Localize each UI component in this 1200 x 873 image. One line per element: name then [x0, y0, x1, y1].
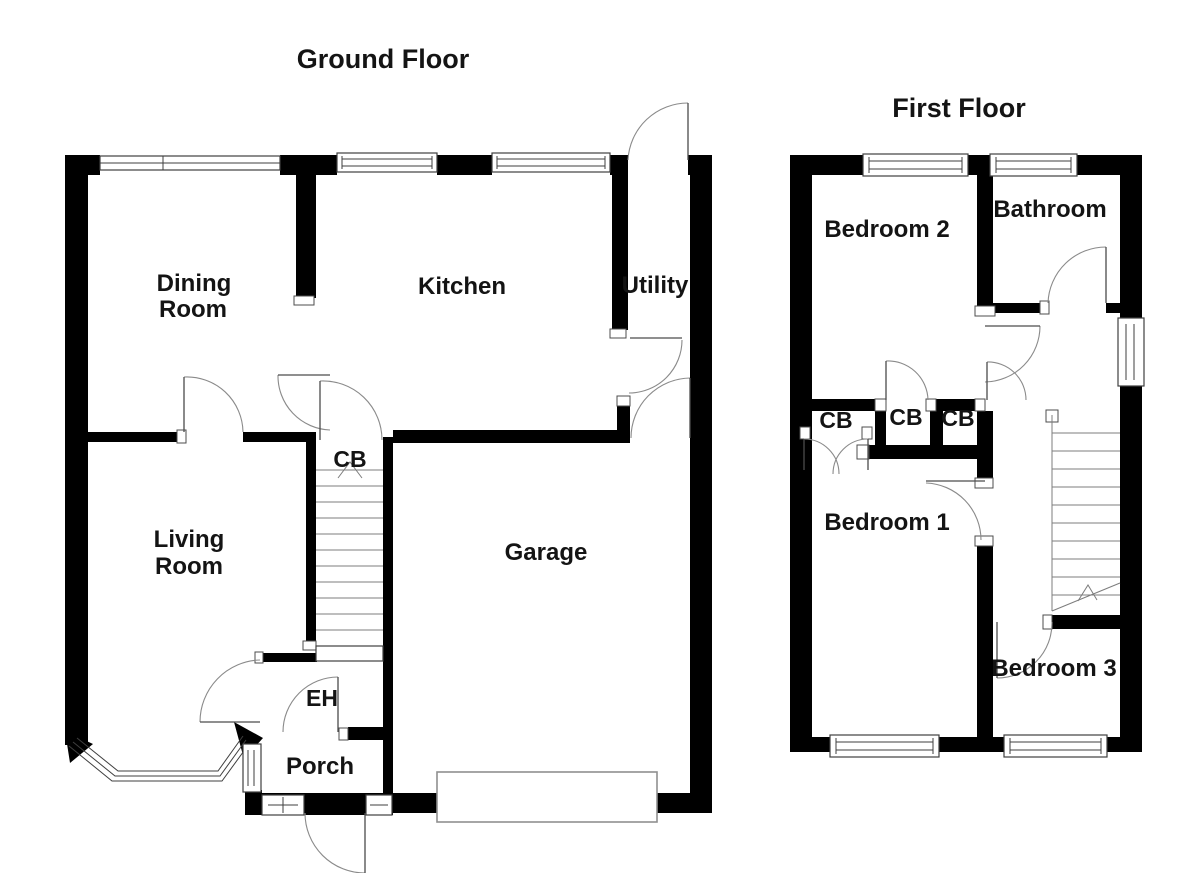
stairs-up-arrow: [337, 461, 363, 479]
porch-front-window-left: [261, 794, 305, 816]
bedroom2-label: Bedroom 2: [824, 216, 949, 243]
landing-cupboard-door: [986, 361, 1027, 401]
bedroom2-window: [862, 153, 969, 177]
cb2-label: CB: [889, 404, 922, 430]
ground-floor-cb-label: CB: [333, 446, 366, 472]
ground-floor-title: Ground Floor: [297, 44, 470, 74]
hall-cupboard-door: [319, 380, 383, 441]
utility-label: Utility: [622, 272, 689, 299]
first-floor-doors: [803, 246, 1107, 679]
garage-door: [436, 771, 658, 823]
first-floor-title: First Floor: [892, 93, 1026, 123]
living-room-label-line1: Living: [154, 526, 225, 553]
kitchen-door: [277, 374, 331, 431]
stair-base-step: [315, 645, 384, 662]
living-room-label-line2: Room: [155, 553, 223, 580]
dining-room-window: [99, 155, 281, 171]
living-room-door: [199, 659, 261, 723]
first-floor-walls: [790, 155, 1142, 752]
eh-label: EH: [306, 685, 338, 711]
ground-floor-doors: [183, 102, 691, 873]
bedroom3-window: [1003, 734, 1108, 758]
ground-floor-wall-caps: [176, 295, 631, 741]
porch-side-window: [242, 743, 262, 793]
cb1-cupboard-double-doors: [803, 438, 869, 475]
bathroom-window: [989, 153, 1078, 177]
kitchen-label: Kitchen: [418, 273, 506, 300]
dining-room-label-line1: Dining: [157, 270, 232, 297]
bedroom3-door: [996, 621, 1053, 679]
cb1-label: CB: [819, 407, 852, 433]
bay-window: [68, 735, 250, 782]
dining-room-door: [183, 376, 244, 433]
ground-floor-stairs: [316, 461, 383, 631]
ground-floor-walls: [65, 155, 712, 815]
ground-floor-plan: Ground Floor Dining Room Kitchen Utility…: [65, 44, 712, 873]
utility-door: [628, 337, 683, 394]
dining-room-label-line2: Room: [159, 296, 227, 323]
cb3-label: CB: [941, 405, 974, 431]
cb2-cupboard-door: [885, 360, 929, 401]
utility-external-door: [627, 102, 689, 161]
first-floor-plan: First Floor Bedroom 2 Bathroom CB CB CB …: [790, 93, 1145, 758]
entrance-hall-door: [282, 676, 339, 733]
landing-side-window: [1117, 317, 1145, 387]
bedroom1-window: [829, 734, 940, 758]
bedroom1-label: Bedroom 1: [824, 509, 949, 536]
bedroom2-door: [984, 325, 1041, 383]
first-floor-wall-caps: [799, 300, 1059, 630]
ground-floor-windows: [68, 152, 658, 823]
ground-floor-labels: Ground Floor Dining Room Kitchen Utility…: [154, 44, 689, 780]
garage-label: Garage: [505, 539, 588, 566]
bedroom1-door: [925, 480, 985, 541]
bathroom-door: [1047, 246, 1107, 304]
first-floor-stairs: [1051, 415, 1121, 612]
porch-front-window-right: [365, 794, 393, 816]
bathroom-label: Bathroom: [993, 196, 1106, 223]
first-floor-labels: First Floor Bedroom 2 Bathroom CB CB CB …: [819, 93, 1116, 682]
kitchen-window-left: [336, 152, 438, 173]
kitchen-window-right: [491, 152, 611, 173]
bedroom3-label: Bedroom 3: [991, 655, 1116, 682]
garage-internal-door: [630, 377, 691, 439]
first-floor-windows: [829, 153, 1145, 758]
stairs-down-arrow: [1077, 584, 1098, 602]
front-door: [304, 812, 366, 873]
porch-label: Porch: [286, 753, 354, 780]
